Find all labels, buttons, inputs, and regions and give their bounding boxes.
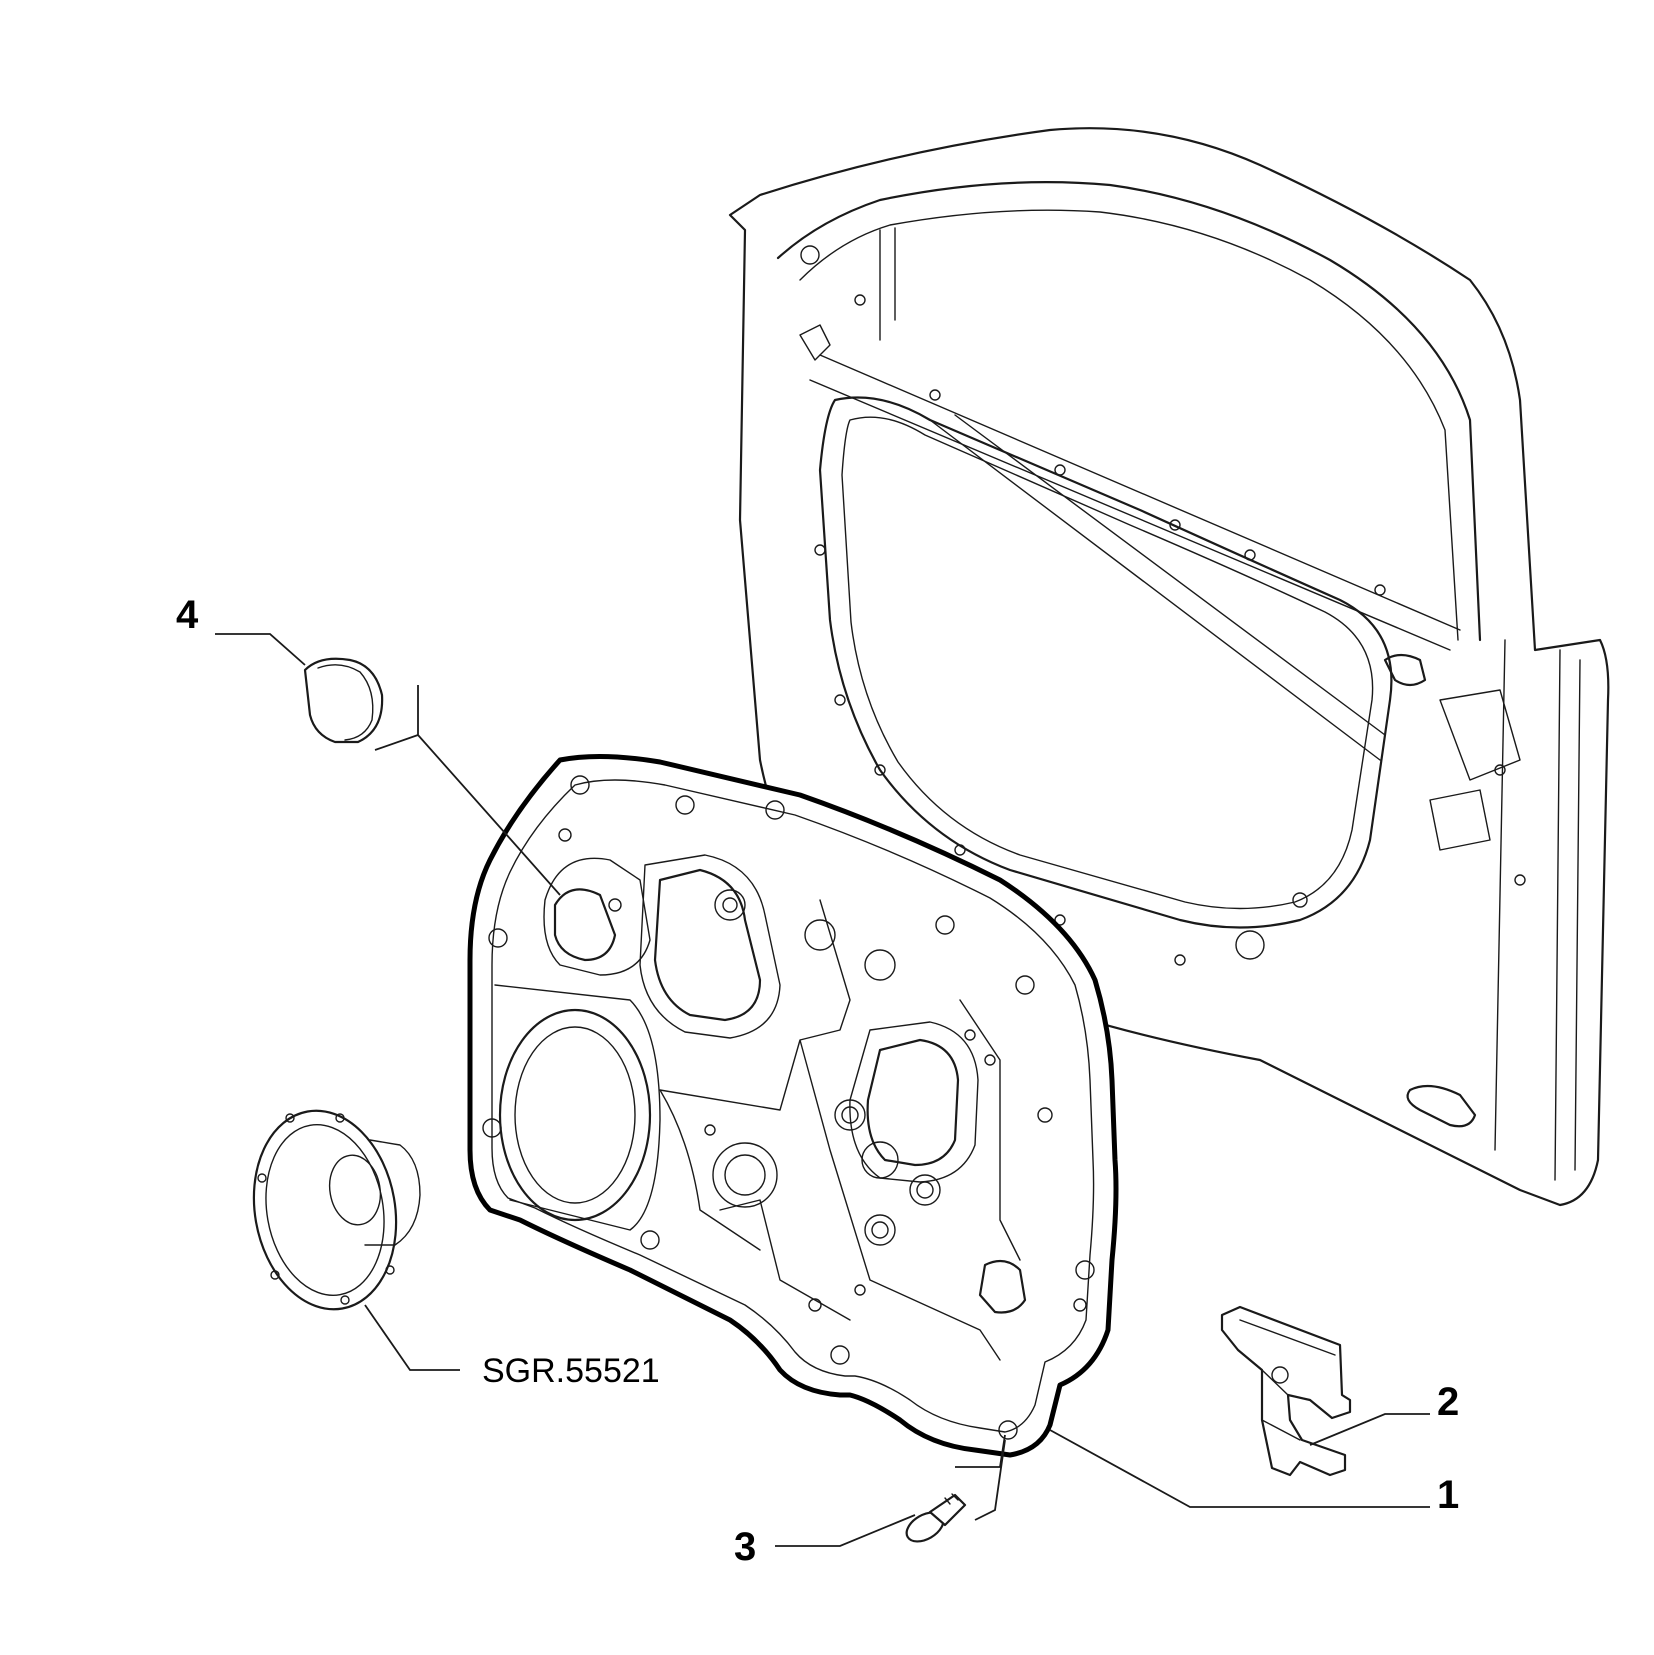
part-2-bracket bbox=[1220, 1305, 1352, 1477]
callout-3: 3 bbox=[734, 1525, 756, 1569]
speaker-unit bbox=[252, 1109, 421, 1311]
callout-4: 4 bbox=[176, 593, 199, 637]
part-1-door-inner-panel bbox=[467, 753, 1119, 1458]
reference-code-label: SGR.55521 bbox=[482, 1352, 660, 1390]
leader-lines bbox=[215, 633, 1430, 1547]
part-4-cap-plug bbox=[303, 657, 384, 744]
callout-1: 1 bbox=[1437, 1473, 1459, 1517]
callout-2: 2 bbox=[1437, 1380, 1459, 1424]
part-3-push-clip bbox=[905, 1493, 967, 1543]
